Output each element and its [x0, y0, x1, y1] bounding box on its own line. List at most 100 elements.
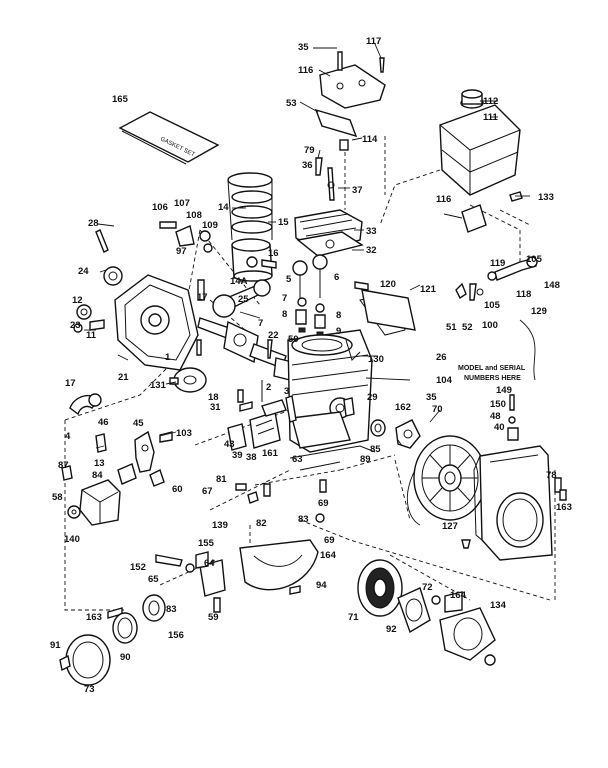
- callout: 1: [165, 352, 171, 363]
- callout: 111: [483, 112, 499, 123]
- callout: 105: [526, 254, 543, 265]
- callout: 3: [284, 386, 289, 397]
- callout: 97: [176, 246, 187, 257]
- callout: 17: [197, 292, 208, 303]
- callout: 83: [166, 604, 177, 615]
- callout: 104: [436, 375, 453, 386]
- breather-plate: [354, 281, 416, 331]
- callout: 31: [210, 402, 221, 413]
- callout: 114: [362, 134, 378, 145]
- linkage-rods: [235, 445, 376, 504]
- leader-lines: [84, 43, 530, 449]
- callout: 4: [65, 431, 71, 442]
- callout: 9: [336, 326, 341, 337]
- callout: 82: [256, 518, 267, 529]
- callout: 12: [72, 295, 83, 306]
- callout: 35: [426, 392, 437, 403]
- crankcase-cover: [103, 266, 205, 371]
- callout: 87: [58, 460, 69, 471]
- callout: 29: [367, 392, 378, 403]
- callout: 71: [348, 612, 359, 623]
- callout: 131: [150, 380, 167, 391]
- callout: 106: [152, 202, 168, 213]
- gasket-set-envelope: GASKET SET: [118, 111, 220, 165]
- callout: 2: [266, 382, 271, 393]
- callout: 43: [224, 439, 235, 450]
- cylinder-head: [294, 209, 364, 257]
- callout: 22: [268, 330, 279, 341]
- callout: 109: [202, 220, 218, 231]
- callout: 36: [302, 160, 313, 171]
- callout: 90: [120, 652, 131, 663]
- callout: 38: [246, 452, 257, 463]
- callout: 50: [288, 334, 299, 345]
- callout: 37: [352, 185, 363, 196]
- callout: 81: [216, 474, 227, 485]
- callout: 69: [324, 535, 335, 546]
- callout: 17: [65, 378, 76, 389]
- callout: 164: [450, 590, 467, 601]
- callout: 69: [318, 498, 329, 509]
- pins: [196, 339, 273, 403]
- callout: 140: [64, 534, 80, 545]
- callout: 107: [174, 198, 190, 209]
- governor-lever-assembly: [227, 395, 355, 451]
- callout: 33: [366, 226, 377, 237]
- callout: 5: [286, 274, 292, 285]
- callout: 65: [148, 574, 159, 585]
- callout: 59: [208, 612, 219, 623]
- cylinder-shroud: [239, 513, 325, 595]
- callout: 156: [168, 630, 184, 641]
- upper-bracket: [314, 51, 386, 151]
- callout: 73: [84, 684, 95, 695]
- callout: 162: [395, 402, 411, 413]
- callout: 16: [268, 248, 279, 259]
- callout: 91: [50, 640, 61, 651]
- note-line-1: MODEL and SERIAL: [458, 365, 526, 372]
- cylinder-block: [287, 295, 406, 453]
- callout: 164: [320, 550, 337, 561]
- callout: 8: [336, 310, 341, 321]
- callout: 15: [278, 217, 289, 228]
- callout: 116: [298, 65, 313, 76]
- callout: 117: [366, 36, 381, 47]
- callout: 120: [380, 279, 396, 290]
- carburetor: [61, 430, 173, 526]
- valves: [292, 254, 328, 337]
- callout: 60: [172, 484, 183, 495]
- callout: 64: [204, 558, 215, 569]
- callout: 53: [286, 98, 297, 109]
- callout: 40: [494, 422, 505, 433]
- recoil-starter: [357, 559, 496, 666]
- oil-fill-parts: [73, 304, 105, 333]
- callout: 150: [490, 399, 506, 410]
- callout: 52: [462, 322, 473, 333]
- governor-parts: [95, 221, 213, 253]
- callout: 163: [86, 612, 102, 623]
- callout: 21: [118, 372, 129, 383]
- callout: 39: [232, 450, 243, 461]
- callout: 84: [92, 470, 103, 481]
- callout: 152: [130, 562, 146, 573]
- flywheel: [406, 435, 487, 526]
- fuel-tank: [439, 89, 521, 196]
- callout: 94: [316, 580, 327, 591]
- air-cleaner: [59, 594, 166, 686]
- callout: 155: [198, 538, 215, 549]
- throttle-linkage: [455, 256, 538, 381]
- callout: 100: [482, 320, 498, 331]
- callout: 6: [334, 272, 339, 283]
- connecting-rod: [212, 279, 271, 318]
- callout: 112: [483, 96, 498, 107]
- callout: 48: [490, 411, 501, 422]
- callout: 23: [70, 320, 81, 331]
- callout: 67: [202, 486, 213, 497]
- callout: 24: [78, 266, 89, 277]
- callout: 8: [282, 309, 287, 320]
- crankshaft: [197, 317, 293, 381]
- callout: 130: [368, 354, 384, 365]
- blower-housing: [473, 445, 553, 561]
- callout: 127: [442, 521, 458, 532]
